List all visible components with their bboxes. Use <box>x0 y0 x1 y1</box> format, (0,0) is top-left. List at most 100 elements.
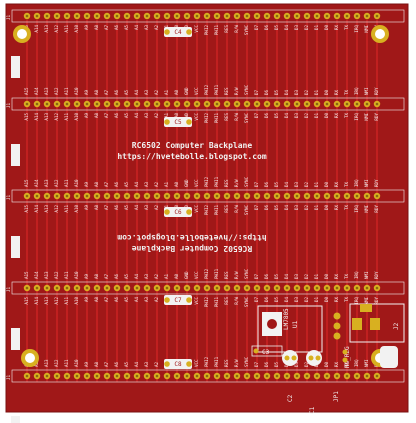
pin-hole <box>125 374 129 378</box>
pin-hole <box>45 374 49 378</box>
pin-label: A10 <box>74 179 79 187</box>
pin-label: A8 <box>94 297 99 303</box>
pin-label: A7 <box>104 205 109 211</box>
pin-hole <box>25 14 29 18</box>
capacitor-pad <box>186 119 192 125</box>
pin-label: A13 <box>44 297 49 305</box>
pin-hole <box>65 14 69 18</box>
pin-label: PHI2 <box>204 297 209 308</box>
pin-label: NMI <box>364 297 369 305</box>
pin-hole <box>105 374 109 378</box>
pin-label: D4 <box>284 25 289 31</box>
pin-label: D4 <box>284 181 289 187</box>
pin-hole <box>305 286 309 290</box>
pin-label: A8 <box>94 25 99 31</box>
pin-label: D7 <box>254 361 259 367</box>
pin-label: D7 <box>254 181 259 187</box>
capacitor-body <box>164 295 192 305</box>
pin-hole <box>355 102 359 106</box>
pin-label: VCC <box>194 271 199 279</box>
pin-label: D1 <box>314 273 319 279</box>
pin-label: VCC <box>194 205 199 213</box>
pin-label: A12 <box>54 87 59 95</box>
pin-hole <box>255 102 259 106</box>
copper-trace <box>156 20 158 382</box>
pin-hole <box>175 102 179 106</box>
pin-label: A15 <box>24 179 29 187</box>
pin-hole <box>355 194 359 198</box>
pin-hole <box>275 102 279 106</box>
pin-label: A7 <box>104 361 109 367</box>
pin-label: A2 <box>154 361 159 367</box>
pin-label: SYNC <box>244 113 249 124</box>
pin-hole <box>345 374 349 378</box>
pin-label: A0 <box>174 181 179 187</box>
capacitor-pad <box>164 297 170 303</box>
pin-hole <box>105 102 109 106</box>
pin-hole <box>375 102 379 106</box>
mounting-hole-center <box>375 29 385 39</box>
pin-label: A14 <box>34 297 39 305</box>
pin-label: A14 <box>34 25 39 33</box>
power-jack-outline <box>349 303 405 343</box>
copper-trace <box>76 20 78 382</box>
pin-label: D6 <box>264 113 269 119</box>
pin-label: A6 <box>114 273 119 279</box>
pin-label: TX <box>344 181 349 187</box>
connector-tag <box>11 328 20 350</box>
pin-label: D0 <box>324 297 329 303</box>
pin-hole <box>225 194 229 198</box>
pin-hole <box>215 14 219 18</box>
pin-label: A12 <box>54 113 59 121</box>
copper-trace <box>226 20 228 382</box>
power-jack-label: J2 <box>393 322 400 330</box>
pin-label: PHI1 <box>214 356 219 367</box>
regulator-pad <box>333 312 341 320</box>
pin-hole <box>115 286 119 290</box>
pin-label: A15 <box>24 271 29 279</box>
copper-trace <box>186 20 188 382</box>
copper-trace <box>346 20 348 382</box>
pin-label: TX <box>344 25 349 31</box>
pin-label: SYNC <box>244 84 249 95</box>
pin-hole <box>65 102 69 106</box>
pin-label: A4 <box>134 25 139 31</box>
pin-hole <box>185 102 189 106</box>
pin-label: A11 <box>64 205 69 213</box>
pin-label: A8 <box>94 113 99 119</box>
capacitor: C8 <box>164 359 192 369</box>
pin-hole <box>285 194 289 198</box>
pin-label: NMI <box>364 271 369 279</box>
pin-label: A13 <box>44 25 49 33</box>
pin-label: A3 <box>144 113 149 119</box>
pin-hole <box>375 374 379 378</box>
pin-label: RDY <box>374 179 379 187</box>
pin-label: TX <box>344 205 349 211</box>
capacitor: C7 <box>164 295 192 305</box>
pin-label: D0 <box>324 113 329 119</box>
pin-hole <box>205 194 209 198</box>
pin-label: D6 <box>264 181 269 187</box>
pin-label: A11 <box>64 25 69 33</box>
pin-label: D5 <box>274 361 279 367</box>
pin-hole <box>225 102 229 106</box>
copper-trace <box>46 20 48 382</box>
pin-label: A10 <box>74 205 79 213</box>
pin-label: D3 <box>294 361 299 367</box>
pin-label: A2 <box>154 25 159 31</box>
pin-label: RES <box>224 113 229 121</box>
pin-hole <box>185 194 189 198</box>
connector-row: J1 <box>6 97 405 166</box>
capacitor-pad <box>308 355 314 361</box>
pin-label: D7 <box>254 113 259 119</box>
pin-label: D4 <box>284 273 289 279</box>
connector-row: J1 <box>6 281 405 350</box>
copper-trace <box>336 20 338 382</box>
pin-hole <box>185 286 189 290</box>
pin-label: TX <box>344 113 349 119</box>
pin-hole <box>115 14 119 18</box>
pin-hole <box>145 102 149 106</box>
pin-hole <box>65 374 69 378</box>
pin-hole <box>155 14 159 18</box>
board-url: https://hvetebolle.blogspot.com <box>117 152 266 161</box>
